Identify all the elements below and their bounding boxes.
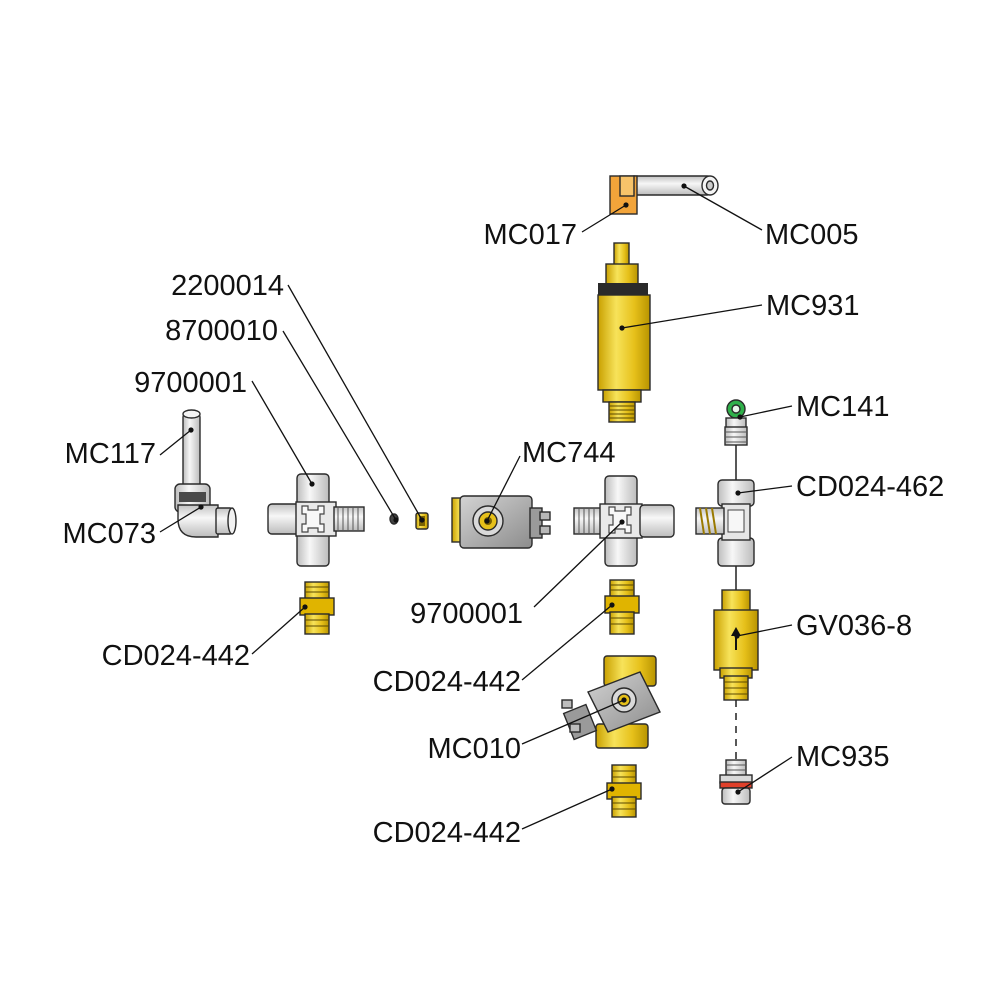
label-mc931: MC931 — [766, 290, 860, 322]
part-mc141-fitting — [724, 399, 748, 446]
label-cd024-462: CD024-462 — [796, 471, 944, 503]
label-mc744: MC744 — [522, 437, 616, 469]
part-mc017-clip — [609, 175, 638, 215]
part-9700001-cross-left — [267, 473, 365, 567]
label-9700001-left: 9700001 — [134, 367, 247, 399]
part-cd024-442-left — [299, 581, 335, 635]
label-cd024-442-left: CD024-442 — [102, 640, 250, 672]
leader-lines — [159, 183, 793, 830]
label-mc073: MC073 — [63, 518, 157, 550]
part-mc010-solenoid — [561, 655, 661, 749]
label-gv036-8: GV036-8 — [796, 610, 912, 642]
label-mc117: MC117 — [65, 438, 156, 470]
label-mc935: MC935 — [796, 741, 890, 773]
part-gv036-8-check-valve — [713, 589, 759, 701]
part-mc935-fitting — [719, 759, 753, 805]
label-8700010: 8700010 — [165, 315, 278, 347]
label-9700001-center: 9700001 — [410, 598, 523, 630]
label-mc005: MC005 — [765, 219, 859, 251]
label-cd024-442-center: CD024-442 — [373, 666, 521, 698]
part-mc117-tube — [182, 409, 201, 495]
part-cd024-462-tee — [695, 479, 755, 567]
label-cd024-442-bottom: CD024-442 — [373, 817, 521, 849]
callout-labels: MC017 MC005 MC931 2200014 8700010 970000… — [63, 219, 945, 849]
label-mc141: MC141 — [796, 391, 890, 423]
label-mc017: MC017 — [484, 219, 578, 251]
part-mc931-cylinder — [597, 242, 651, 423]
part-mc005-tube — [625, 175, 719, 196]
part-cd024-442-center — [604, 579, 640, 635]
part-mc744-solenoid — [451, 495, 551, 549]
label-2200014: 2200014 — [171, 270, 284, 302]
label-mc010: MC010 — [428, 733, 522, 765]
part-mc073-elbow — [174, 483, 237, 538]
